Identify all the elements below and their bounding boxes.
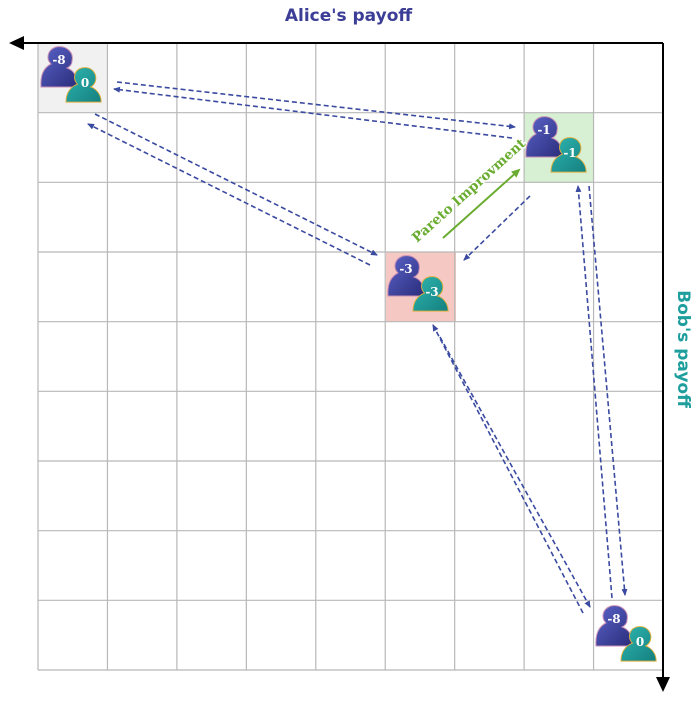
alice-payoff-value: -8 (607, 612, 620, 626)
arrow-c-to-d (463, 195, 531, 261)
transition-arrows (87, 81, 628, 614)
arrow-b-to-c-left (575, 185, 613, 599)
alice-payoff-axis-title: Alice's payoff (284, 6, 413, 26)
pareto-label: Pareto Improvment (409, 135, 530, 246)
person-pair-icon: -8 0 (40, 46, 102, 103)
person-pair-icon: -1 -1 (525, 116, 587, 173)
top-axis-arrowhead (9, 36, 24, 50)
alice-payoff-value: -8 (52, 53, 65, 67)
arrow-c-to-b-right (588, 185, 628, 596)
person-pair-icon: -8 0 (595, 605, 657, 662)
arrow-b-to-d-left (432, 324, 584, 614)
person-pair-icon: -3 -3 (387, 255, 449, 312)
bob-payoff-value: -3 (425, 285, 438, 299)
right-axis-arrowhead (656, 677, 670, 692)
alice-payoff-value: -1 (537, 123, 550, 137)
bob-payoff-value: 0 (81, 76, 89, 90)
arrow-c-to-a-lower (113, 86, 513, 139)
pareto-annotation: Pareto Improvment (407, 134, 531, 248)
alice-payoff-value: -3 (399, 262, 412, 276)
grid-lines (37, 42, 664, 671)
arrow-a-to-c-upper (116, 81, 516, 130)
arrow-a-to-d (94, 113, 378, 256)
arrow-d-to-a (87, 123, 371, 266)
pareto-arrow (442, 168, 521, 239)
bob-payoff-value: -1 (563, 146, 576, 160)
arrow-d-to-b-right (439, 336, 591, 608)
axes (9, 36, 670, 692)
bob-payoff-value: 0 (636, 635, 644, 649)
bob-payoff-axis-title: Bob's payoff (673, 290, 693, 408)
